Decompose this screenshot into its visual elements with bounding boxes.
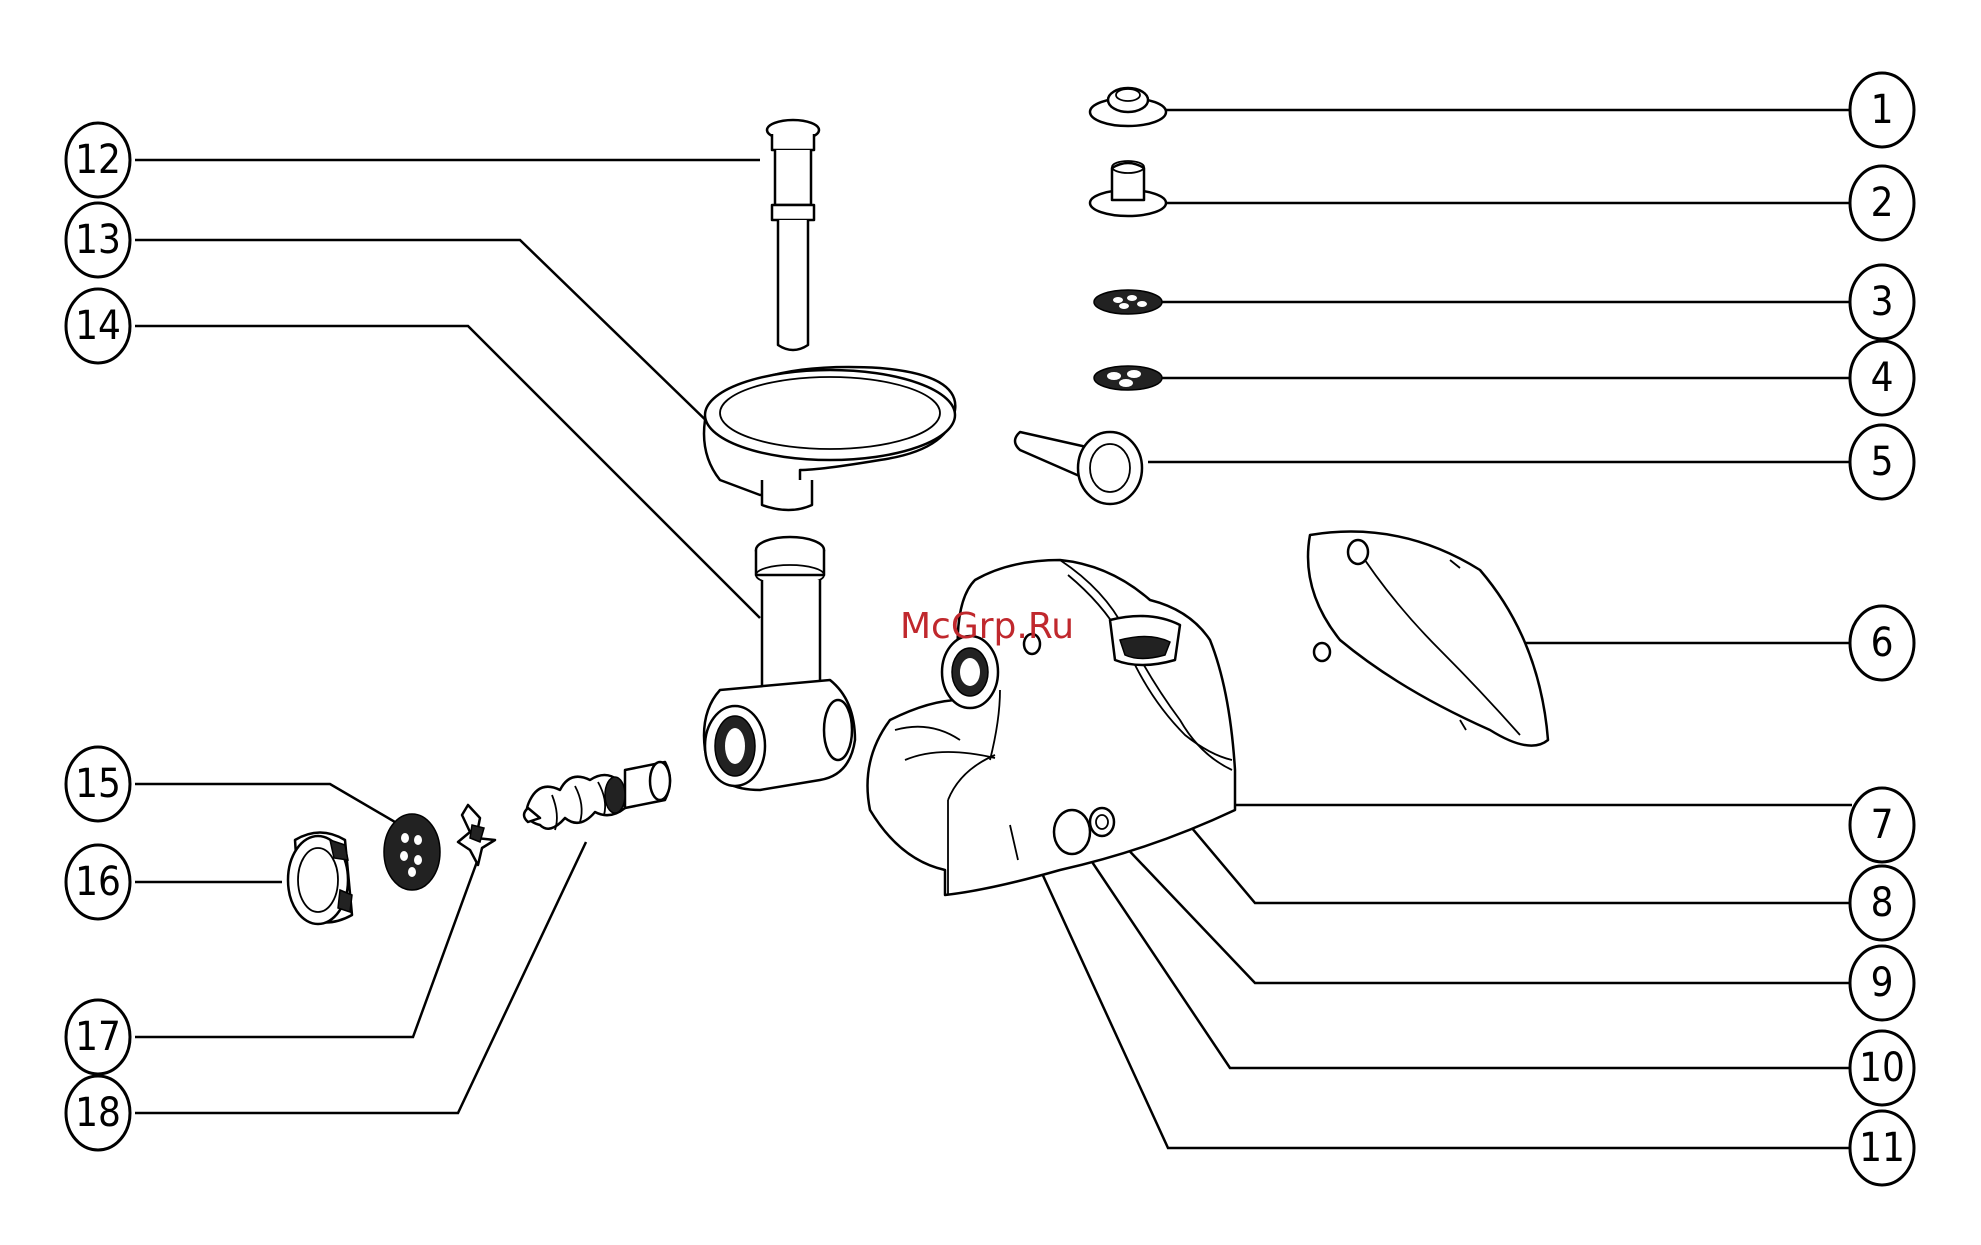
callout-5: 5 (1850, 425, 1914, 499)
callout-3: 3 (1850, 265, 1914, 339)
leader-13 (135, 240, 718, 432)
part-3-cutting-plate (1094, 290, 1162, 314)
callout-2: 2 (1850, 166, 1914, 240)
callout-12-number: 12 (75, 137, 121, 183)
callout-9-number: 9 (1871, 960, 1894, 1006)
callout-1-number: 1 (1871, 87, 1894, 133)
part-17-cutter-blade (458, 805, 495, 865)
part-6-cover-lid (1308, 532, 1548, 746)
callout-14-number: 14 (75, 303, 121, 349)
watermark-text: McGrp.Ru (900, 606, 1074, 647)
callout-4: 4 (1850, 341, 1914, 415)
callout-4-number: 4 (1871, 355, 1894, 401)
callout-10: 10 (1850, 1031, 1914, 1105)
callout-5-number: 5 (1871, 439, 1894, 485)
callout-6: 6 (1850, 606, 1914, 680)
leader-9 (1100, 820, 1852, 983)
callout-15-number: 15 (75, 761, 121, 807)
callout-18-number: 18 (75, 1090, 121, 1136)
part-15-cutting-plate (384, 814, 440, 890)
callout-11: 11 (1850, 1111, 1914, 1185)
callout-6-number: 6 (1871, 620, 1894, 666)
callout-1: 1 (1850, 73, 1914, 147)
callout-7-number: 7 (1871, 802, 1894, 848)
part-16-ring-nut (288, 833, 352, 925)
part-13-food-tray (704, 367, 955, 510)
callout-13-number: 13 (75, 217, 121, 263)
callout-16-number: 16 (75, 859, 121, 905)
callout-15: 15 (66, 747, 130, 821)
callout-7: 7 (1850, 788, 1914, 862)
callout-17-number: 17 (75, 1014, 121, 1060)
callout-12: 12 (66, 123, 130, 197)
callout-17: 17 (66, 1000, 130, 1074)
callout-18: 18 (66, 1076, 130, 1150)
part-2-kebbe-cone (1090, 161, 1166, 216)
callout-9: 9 (1850, 946, 1914, 1020)
part-18-auger-screw (524, 762, 670, 830)
callout-3-number: 3 (1871, 279, 1894, 325)
part-5-sausage-nozzle (1015, 432, 1142, 504)
callout-2-number: 2 (1871, 180, 1894, 226)
part-1-nozzle-cap (1090, 88, 1166, 126)
callout-11-number: 11 (1859, 1125, 1905, 1171)
callout-10-number: 10 (1859, 1045, 1905, 1091)
part-14-grinder-head (704, 537, 855, 790)
callout-16: 16 (66, 845, 130, 919)
callout-8-number: 8 (1871, 880, 1894, 926)
part-12-food-pusher (767, 120, 819, 350)
leader-15 (135, 784, 412, 832)
callout-13: 13 (66, 203, 130, 277)
callout-14: 14 (66, 289, 130, 363)
part-4-cutting-plate (1094, 366, 1162, 390)
callout-8: 8 (1850, 866, 1914, 940)
leader-10 (1072, 832, 1852, 1068)
leader-14 (135, 326, 760, 618)
